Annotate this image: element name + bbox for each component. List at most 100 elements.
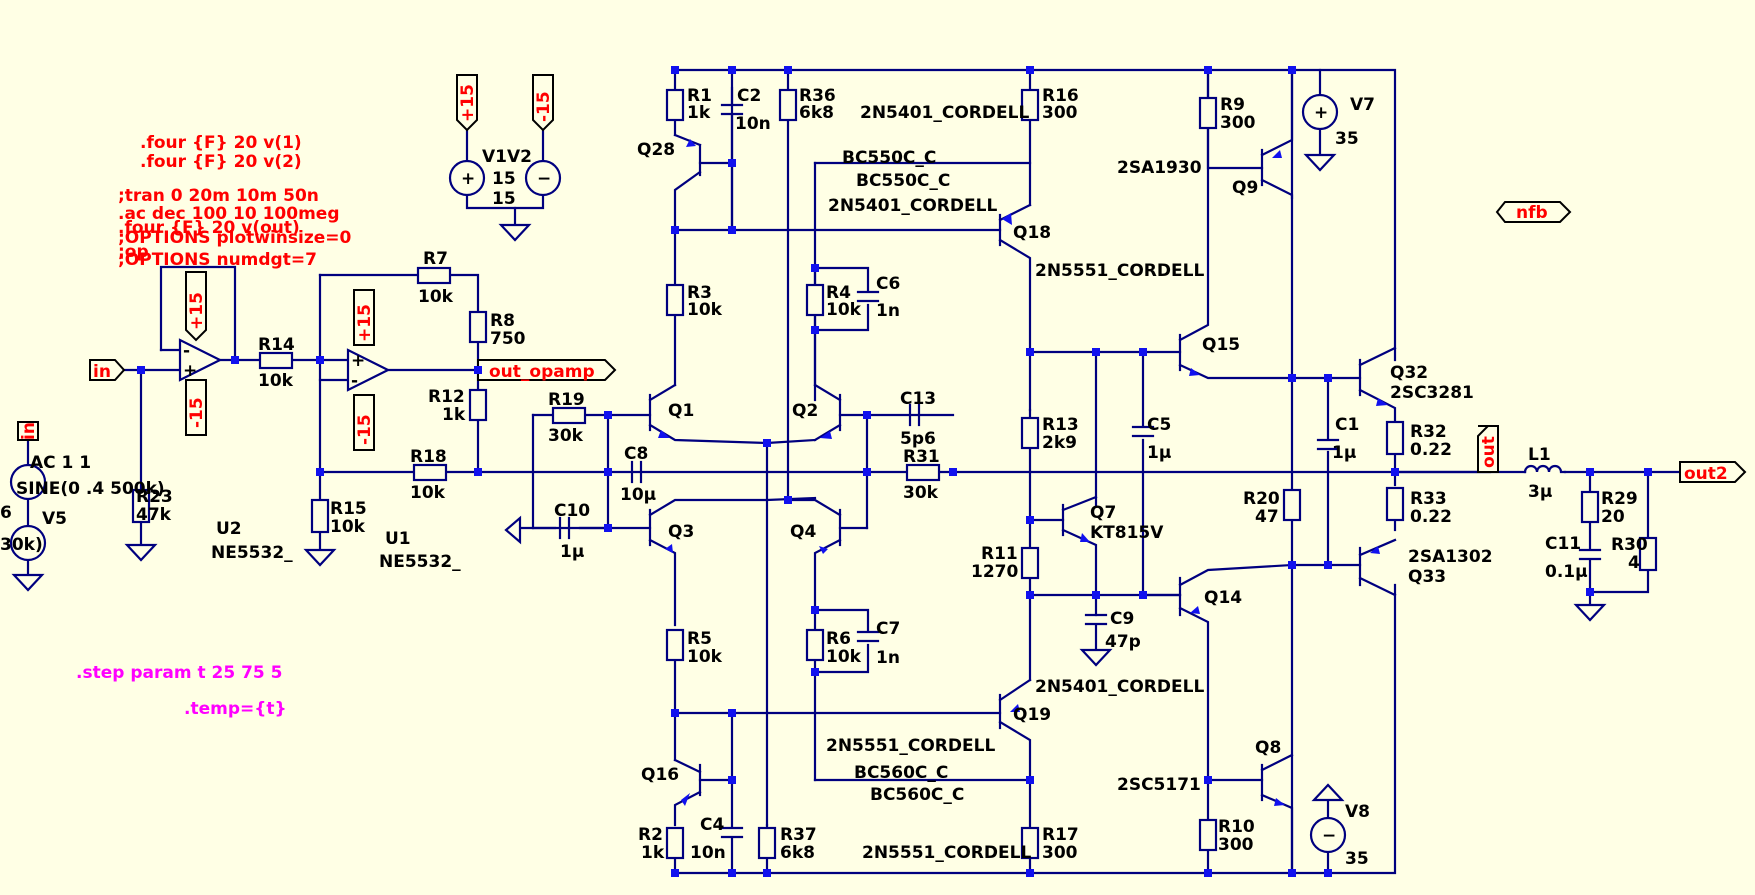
c9-body[interactable] bbox=[1084, 613, 1108, 626]
r31-body[interactable] bbox=[905, 463, 941, 482]
ground-icon bbox=[1311, 783, 1345, 802]
in-flag[interactable] bbox=[89, 359, 126, 381]
junctions bbox=[137, 66, 1652, 877]
m15-flag-c[interactable] bbox=[353, 394, 375, 451]
r3-body[interactable] bbox=[665, 283, 685, 317]
label-r12-value: 1k bbox=[442, 405, 466, 425]
label-r7-value: 10k bbox=[418, 287, 454, 307]
label-sine-spec: SINE(0 .4 500k) bbox=[16, 479, 165, 499]
c6-body[interactable] bbox=[856, 290, 880, 303]
c2-body[interactable] bbox=[720, 103, 744, 116]
c1-body[interactable] bbox=[1316, 438, 1340, 451]
r12-body[interactable] bbox=[468, 388, 488, 422]
c13-body[interactable] bbox=[908, 403, 921, 427]
m15-flag-a[interactable] bbox=[532, 74, 554, 132]
r30-body[interactable] bbox=[1638, 536, 1658, 572]
r4-body[interactable] bbox=[805, 283, 825, 317]
r8-body[interactable] bbox=[468, 310, 488, 344]
r14-body[interactable] bbox=[258, 351, 294, 370]
p15-flag-c[interactable] bbox=[353, 289, 375, 346]
label-bc560-a: BC560C_C bbox=[854, 763, 948, 783]
m15-flag-b[interactable] bbox=[185, 379, 207, 436]
out2-flag[interactable] bbox=[1679, 461, 1747, 483]
r36-body[interactable] bbox=[778, 88, 798, 122]
c7-body[interactable] bbox=[856, 630, 880, 643]
label-r1: R1 bbox=[687, 86, 712, 106]
svg-text:−: − bbox=[1322, 826, 1336, 846]
ground-icon bbox=[1573, 603, 1607, 622]
r19-body[interactable] bbox=[551, 406, 587, 425]
v1-source[interactable] bbox=[448, 159, 486, 197]
directive-four-v2: .four {F} 20 v(2) bbox=[140, 152, 302, 172]
label-r14: R14 bbox=[258, 335, 295, 355]
label-r13-value: 2k9 bbox=[1042, 433, 1077, 453]
c11-body[interactable] bbox=[1578, 548, 1602, 561]
label-c9-value: 47p bbox=[1105, 632, 1141, 652]
net-nfb: nfb bbox=[1516, 203, 1548, 223]
c4-body[interactable] bbox=[720, 826, 744, 839]
label-q8-model: 2SC5171 bbox=[1117, 775, 1201, 795]
r37-body[interactable] bbox=[757, 826, 777, 860]
r13-body[interactable] bbox=[1020, 416, 1040, 450]
ground-icon bbox=[11, 573, 45, 592]
net-out-opamp: out_opamp bbox=[489, 362, 595, 382]
label-v6-fragment: 6 bbox=[0, 503, 12, 523]
r11-body[interactable] bbox=[1020, 546, 1040, 580]
net-in: in bbox=[93, 362, 111, 382]
label-r17: R17 bbox=[1042, 825, 1079, 845]
net-labels: in out_opamp nfb out2 out in +15 -15 +15… bbox=[19, 84, 1728, 484]
r7-body[interactable] bbox=[416, 266, 452, 285]
r17-body[interactable] bbox=[1020, 826, 1040, 860]
label-r20: R20 bbox=[1243, 489, 1280, 509]
p15-flag-a[interactable] bbox=[456, 74, 478, 132]
r29-body[interactable] bbox=[1580, 490, 1600, 524]
ground-icon bbox=[124, 543, 158, 562]
r1-body[interactable] bbox=[665, 88, 685, 122]
r23-body[interactable] bbox=[131, 488, 151, 524]
r5-body[interactable] bbox=[665, 628, 685, 662]
c8-body[interactable] bbox=[630, 460, 643, 484]
nfb-flag[interactable] bbox=[1495, 201, 1572, 223]
r18-body[interactable] bbox=[412, 463, 448, 482]
label-r15-value: 10k bbox=[330, 517, 366, 537]
r20-body[interactable] bbox=[1282, 488, 1302, 522]
grounds bbox=[11, 153, 1607, 802]
v5-source[interactable] bbox=[9, 524, 47, 562]
r9-body[interactable] bbox=[1198, 96, 1218, 130]
r6-body[interactable] bbox=[805, 628, 825, 662]
p15-flag-b[interactable] bbox=[185, 271, 207, 342]
v8-source[interactable] bbox=[1309, 816, 1347, 854]
v7-source[interactable] bbox=[1301, 93, 1339, 131]
label-v1v2: V1V2 bbox=[482, 147, 532, 167]
v6-source[interactable] bbox=[9, 463, 47, 501]
r10-body[interactable] bbox=[1198, 818, 1218, 852]
l1-inductor[interactable] bbox=[1523, 464, 1567, 474]
r32-body[interactable] bbox=[1385, 420, 1405, 456]
label-q19-model: 2N5401_CORDELL bbox=[1035, 677, 1204, 697]
r15-body[interactable] bbox=[310, 498, 330, 534]
label-q18: Q18 bbox=[1013, 223, 1051, 243]
v2-source[interactable] bbox=[524, 159, 562, 197]
r33-body[interactable] bbox=[1385, 486, 1405, 522]
label-r11: R11 bbox=[981, 544, 1018, 564]
in-source-flag[interactable] bbox=[17, 421, 39, 441]
c10-body[interactable] bbox=[558, 516, 571, 540]
r2-body[interactable] bbox=[665, 826, 685, 860]
label-v1-value: 15 bbox=[492, 169, 516, 189]
opamp-u1[interactable]: + - bbox=[346, 348, 391, 392]
opamp-u2[interactable]: - + bbox=[178, 338, 223, 382]
label-q18-sub: 2N5551_CORDELL bbox=[1035, 261, 1204, 281]
out-flag[interactable] bbox=[1477, 425, 1499, 473]
out-opamp-flag[interactable] bbox=[477, 359, 617, 381]
label-r31-value: 30k bbox=[903, 483, 939, 503]
capacitors bbox=[558, 103, 1602, 839]
label-c2-value: 10n bbox=[735, 114, 771, 134]
label-r2-value: 1k bbox=[641, 843, 665, 863]
c5-body[interactable] bbox=[1131, 425, 1155, 438]
label-q16: Q16 bbox=[641, 765, 679, 785]
label-r10: R10 bbox=[1218, 817, 1255, 837]
r16-body[interactable] bbox=[1020, 88, 1040, 122]
directive-step: .step param t 25 75 5 bbox=[76, 663, 282, 683]
label-r19: R19 bbox=[548, 390, 585, 410]
